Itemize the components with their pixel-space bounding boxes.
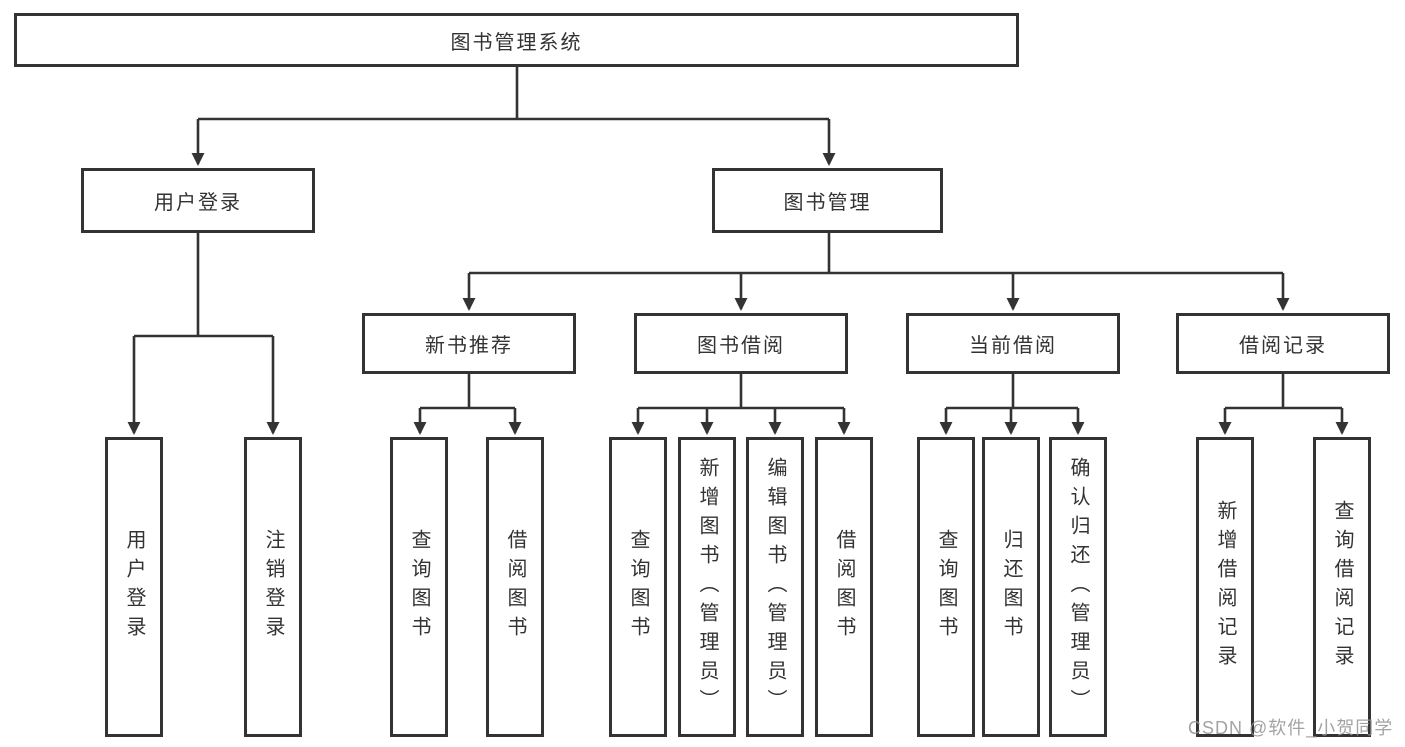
leaf-user-login: 用户登录 (105, 437, 163, 737)
leaf-query-books-borrow: 查询图书 (609, 437, 667, 737)
csdn-watermark: CSDN @软件_小贺同学 (1188, 718, 1394, 738)
node-new-book-recommend: 新书推荐 (362, 313, 576, 374)
node-label: 当前借阅 (969, 335, 1057, 357)
leaf-borrow-books: 借阅图书 (815, 437, 873, 737)
leaf-label: 注销登录 (262, 529, 284, 645)
leaf-borrow-books-recommend: 借阅图书 (486, 437, 544, 737)
connector-book-management-split (469, 233, 1283, 275)
leaf-add-borrow-record: 新增借阅记录 (1196, 437, 1254, 737)
node-user-login: 用户登录 (81, 168, 315, 233)
leaf-query-books-recommend: 查询图书 (390, 437, 448, 737)
leaf-label: 借阅图书 (833, 529, 855, 645)
connector-new-book-split (420, 374, 515, 410)
leaf-add-book-admin: 新增图书（管理员） (678, 437, 736, 737)
connector-user-login-split (134, 233, 273, 338)
leaf-label: 借阅图书 (504, 529, 526, 645)
connector-book-borrow-split (638, 374, 844, 410)
node-label: 图书管理 (783, 192, 872, 214)
leaf-return-book: 归还图书 (982, 437, 1040, 737)
node-system-root: 图书管理系统 (14, 13, 1019, 67)
leaf-query-borrow-record: 查询借阅记录 (1313, 437, 1371, 737)
leaf-label: 查询图书 (935, 529, 957, 645)
leaf-label: 用户登录 (123, 529, 145, 645)
leaf-label: 确认归还（管理员） (1067, 456, 1089, 718)
connector-current-borrow-split (946, 374, 1078, 410)
node-current-borrow: 当前借阅 (906, 313, 1120, 374)
node-label: 用户登录 (154, 192, 242, 214)
connector-root-split (198, 67, 829, 121)
connector-borrow-record-split (1225, 374, 1342, 410)
node-book-borrow: 图书借阅 (634, 313, 848, 374)
node-label: 图书借阅 (697, 335, 785, 357)
leaf-label: 查询图书 (408, 529, 430, 645)
node-label: 新书推荐 (425, 335, 513, 357)
leaf-logout: 注销登录 (244, 437, 302, 737)
leaf-label: 归还图书 (1000, 529, 1022, 645)
leaf-edit-book-admin: 编辑图书（管理员） (746, 437, 804, 737)
leaf-query-books-current: 查询图书 (917, 437, 975, 737)
leaf-label: 查询图书 (627, 529, 649, 645)
leaf-label: 编辑图书（管理员） (764, 456, 786, 718)
leaf-confirm-return-admin: 确认归还（管理员） (1049, 437, 1107, 737)
node-book-management: 图书管理 (712, 168, 943, 233)
node-label: 图书管理系统 (450, 31, 583, 54)
leaf-label: 查询借阅记录 (1331, 500, 1353, 674)
leaf-label: 新增借阅记录 (1214, 500, 1236, 674)
node-borrow-records: 借阅记录 (1176, 313, 1390, 374)
leaf-label: 新增图书（管理员） (696, 456, 718, 718)
node-label: 借阅记录 (1239, 335, 1327, 357)
